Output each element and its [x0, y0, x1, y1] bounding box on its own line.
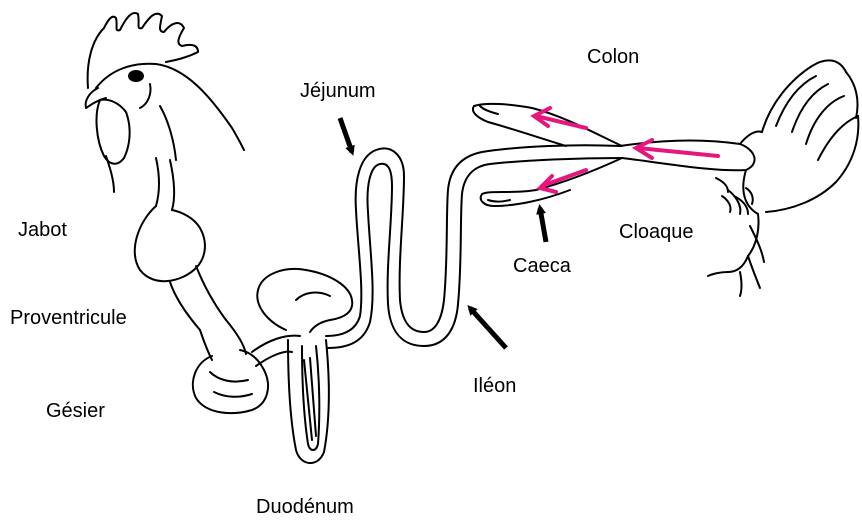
magenta-arrow-icons	[534, 108, 718, 192]
rooster-head-illustration	[86, 13, 244, 192]
caeca-pointer-icon	[540, 208, 546, 242]
ileon-pointer-icon	[470, 308, 506, 348]
jejunum-pointer-icon	[340, 118, 352, 152]
label-cloaque: Cloaque	[619, 222, 694, 242]
flow-to-cloaca-arrow-icon	[636, 140, 718, 158]
label-ileon: Iléon	[473, 376, 516, 396]
upper-tract-illustration	[135, 158, 268, 413]
label-jabot: Jabot	[18, 220, 67, 240]
label-colon: Colon	[587, 47, 639, 67]
label-gesier: Gésier	[46, 401, 105, 421]
label-jejunum: Jéjunum	[300, 81, 376, 101]
label-caeca: Caeca	[513, 256, 571, 276]
label-duodenum: Duodénum	[256, 497, 354, 517]
duodenum-illustration	[252, 269, 352, 463]
rooster-body-illustration	[708, 60, 858, 296]
label-proventricule: Proventricule	[10, 308, 127, 328]
